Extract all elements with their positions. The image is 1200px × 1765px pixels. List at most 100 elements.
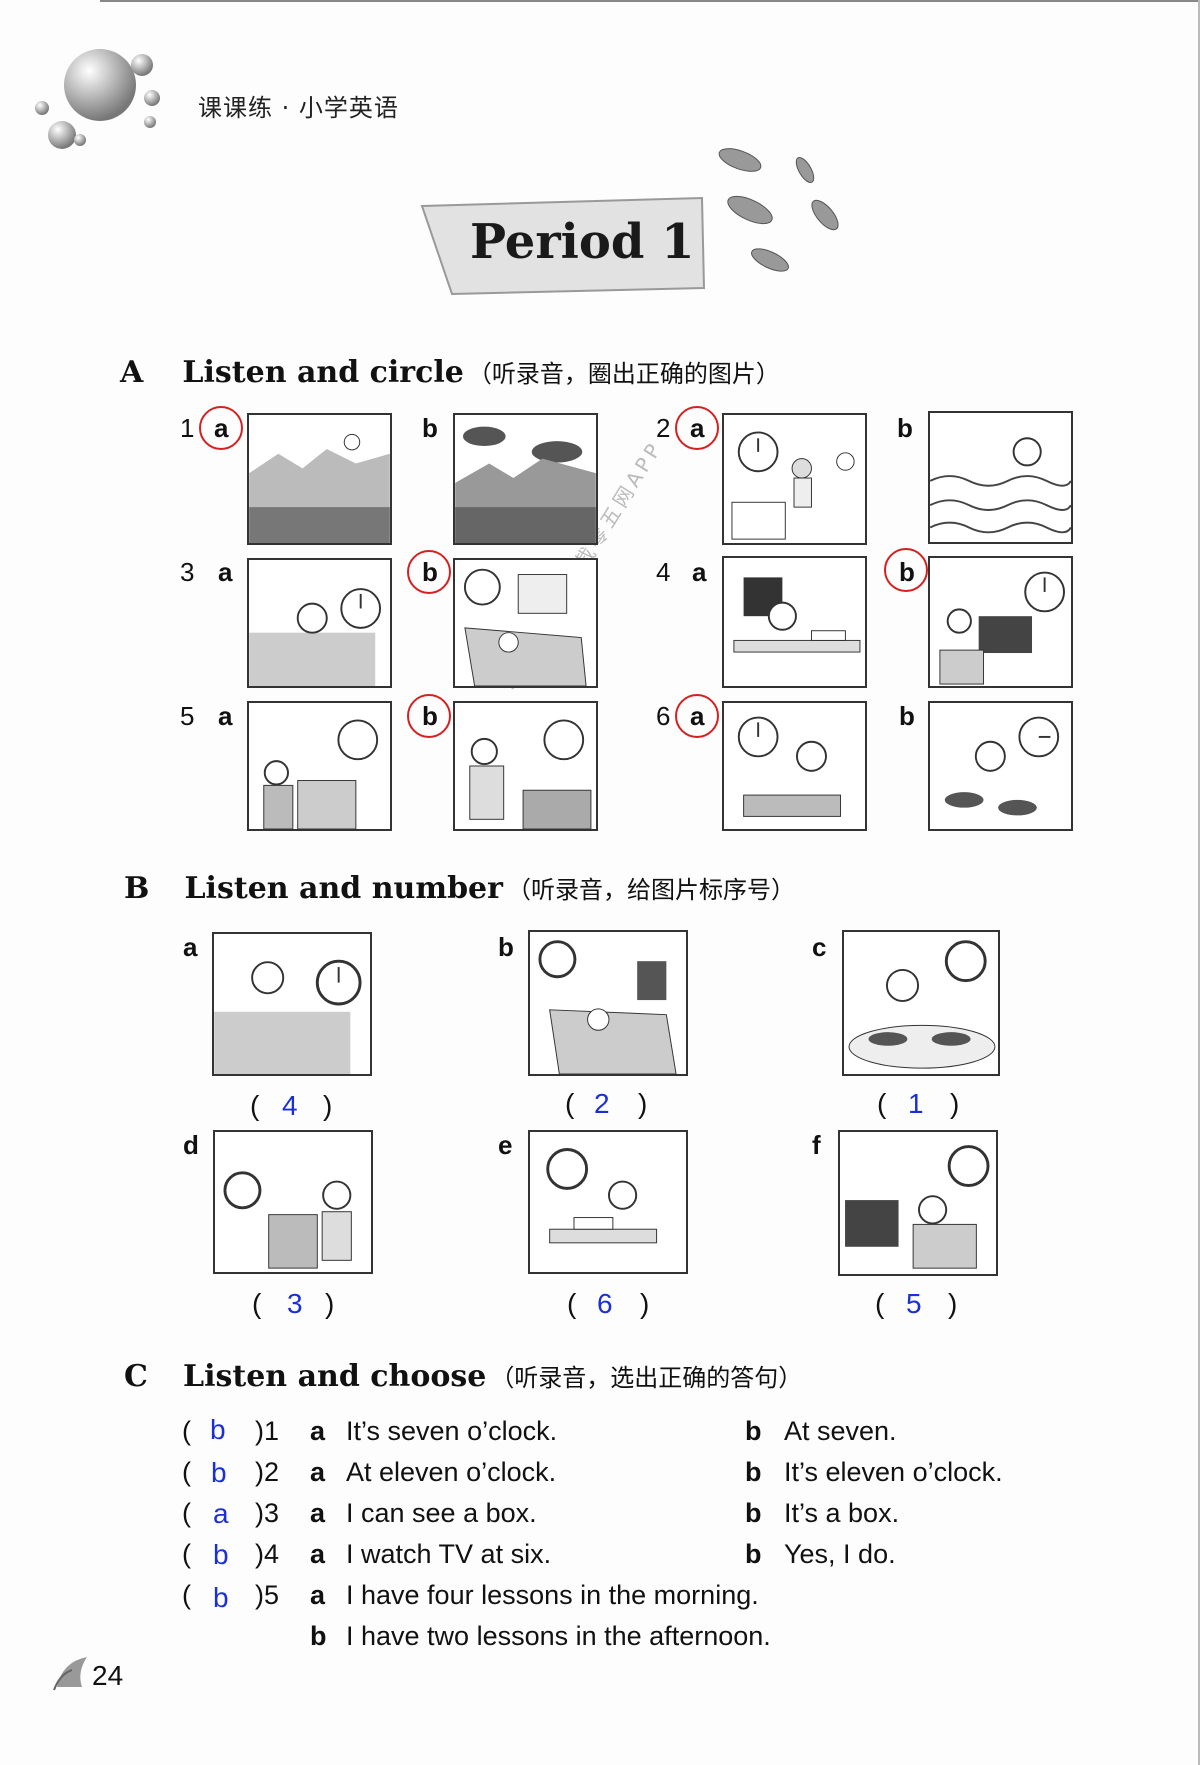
- answer-value: b: [213, 1539, 229, 1570]
- option-a-text: I have four lessons in the morning.: [346, 1580, 759, 1610]
- answer-value: b: [210, 1414, 226, 1445]
- item-number: 1: [180, 413, 195, 443]
- answer-circle: [199, 406, 243, 450]
- option-b-text: It’s a box.: [784, 1498, 900, 1528]
- picture-label: e: [498, 1130, 513, 1160]
- picture-boy-walking-school: [247, 701, 392, 831]
- item-number: )2: [255, 1457, 280, 1487]
- picture-girl-watching-tv: [928, 556, 1073, 688]
- answer-value: 3: [287, 1288, 303, 1319]
- close-paren: ): [323, 1090, 333, 1121]
- option-b-text: At seven.: [784, 1416, 897, 1446]
- open-paren: (: [182, 1457, 191, 1487]
- section-letter: A: [120, 355, 144, 390]
- option-a-text: It’s seven o’clock.: [346, 1416, 558, 1446]
- period-title: Period 1: [470, 214, 695, 270]
- picture-boy-studying: [528, 1130, 688, 1274]
- picture-boy-in-bed-yawning: [247, 558, 392, 688]
- section-letter: B: [124, 871, 150, 906]
- picture-label: d: [183, 1130, 199, 1160]
- item-number: )4: [255, 1539, 280, 1569]
- option-label: a: [692, 557, 707, 587]
- item-number: 4: [656, 557, 671, 587]
- section-c-header: C Listen and choose（听录音，选出正确的答句）: [124, 1358, 802, 1394]
- section-letter: C: [124, 1359, 148, 1394]
- answer-value: 6: [597, 1288, 613, 1319]
- open-paren: (: [182, 1539, 191, 1569]
- item-number: 3: [180, 557, 195, 587]
- answer-value: 5: [906, 1288, 922, 1319]
- option-a-text: I watch TV at six.: [346, 1539, 552, 1569]
- answer-value: 2: [594, 1088, 610, 1119]
- close-paren: ): [638, 1088, 648, 1119]
- answer-value: b: [211, 1457, 227, 1488]
- option-label: b: [897, 413, 913, 443]
- open-paren: (: [182, 1580, 191, 1610]
- section-note: （听录音，圈出正确的图片）: [467, 360, 780, 388]
- option-label: a: [310, 1498, 326, 1528]
- bubbles-decoration-icon: [35, 49, 160, 149]
- picture-boy-football: [722, 413, 867, 545]
- picture-girl-tv: [838, 1130, 998, 1276]
- option-label: b: [745, 1416, 762, 1446]
- page-number: 24: [92, 1660, 124, 1691]
- book-title: 课课练 · 小学英语: [198, 94, 399, 122]
- option-label: b: [422, 413, 438, 443]
- picture-boy-asleep: [528, 930, 688, 1076]
- option-label: a: [310, 1539, 326, 1569]
- period-banner: [420, 196, 706, 296]
- item-number: 2: [656, 413, 671, 443]
- option-b-text: It’s eleven o’clock.: [784, 1457, 1003, 1487]
- option-label: a: [310, 1457, 326, 1487]
- open-paren: (: [182, 1416, 191, 1446]
- answer-circle: [884, 548, 928, 592]
- answer-circle: [407, 694, 451, 738]
- picture-mountains-day: [247, 413, 392, 545]
- item-number: 5: [180, 701, 195, 731]
- picture-label: f: [812, 1130, 821, 1160]
- fish-decoration-icon: [718, 148, 839, 272]
- answer-circle: [407, 550, 451, 594]
- answer-value: a: [213, 1498, 229, 1529]
- picture-girl-breakfast: [842, 930, 1000, 1076]
- answer-circle: [675, 694, 719, 738]
- section-title: Listen and circle: [182, 355, 464, 390]
- picture-label: b: [498, 932, 514, 962]
- picture-boy-waking: [212, 932, 372, 1076]
- picture-boy-leaving-school: [453, 701, 598, 831]
- picture-label: a: [183, 932, 198, 962]
- option-label: a: [218, 701, 233, 731]
- open-paren: (: [877, 1088, 887, 1119]
- item-number: )1: [255, 1416, 280, 1446]
- option-label: a: [310, 1580, 326, 1610]
- item-number: )3: [255, 1498, 280, 1528]
- picture-boy-sleeping: [453, 558, 598, 688]
- open-paren: (: [565, 1088, 575, 1119]
- option-label: b: [310, 1621, 327, 1651]
- item-number: )5: [255, 1580, 280, 1610]
- open-paren: (: [252, 1288, 262, 1319]
- option-label: a: [310, 1416, 326, 1446]
- section-note: （听录音，选出正确的答句）: [490, 1364, 803, 1392]
- close-paren: ): [640, 1288, 650, 1319]
- answer-value: 4: [282, 1090, 298, 1121]
- option-label: b: [745, 1457, 762, 1487]
- answer-value: 1: [908, 1088, 924, 1119]
- section-title: Listen and number: [184, 871, 503, 906]
- picture-girl-homework: [722, 556, 867, 688]
- open-paren: (: [567, 1288, 577, 1319]
- page-edge: [1198, 0, 1200, 1765]
- option-label: b: [899, 701, 915, 731]
- option-label: b: [745, 1539, 762, 1569]
- picture-girl-going-school: [213, 1130, 373, 1274]
- section-a-header: A Listen and circle（听录音，圈出正确的图片）: [120, 354, 780, 390]
- section-b-header: B Listen and number（听录音，给图片标序号）: [124, 870, 795, 906]
- section-note: （听录音，给图片标序号）: [506, 876, 795, 904]
- option-a-text: I can see a box.: [346, 1498, 537, 1528]
- picture-boy-dinner: [928, 701, 1073, 831]
- picture-boy-swimming: [928, 411, 1073, 544]
- close-paren: ): [948, 1288, 958, 1319]
- open-paren: (: [250, 1090, 260, 1121]
- top-rule: [100, 0, 1200, 2]
- open-paren: (: [875, 1288, 885, 1319]
